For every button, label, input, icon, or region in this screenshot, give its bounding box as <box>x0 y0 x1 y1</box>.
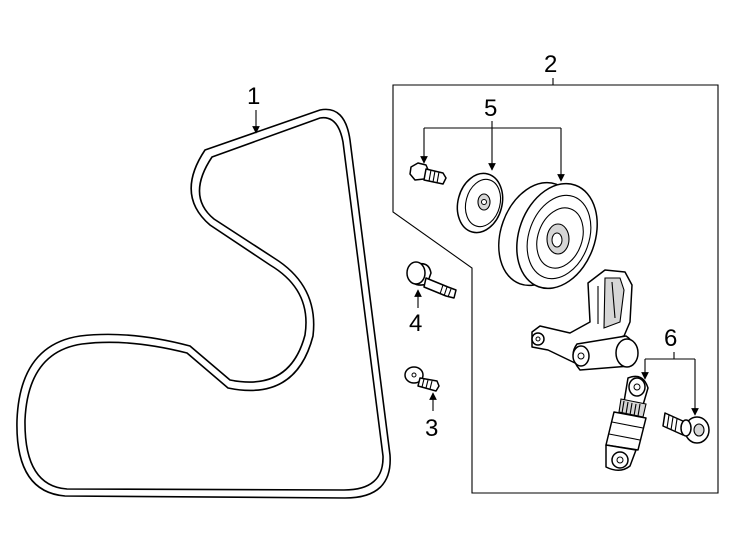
callout-5-label: 5 <box>484 95 497 122</box>
mounting-bolt-3[interactable] <box>404 366 440 392</box>
serpentine-belt[interactable] <box>16 108 391 499</box>
callout-4-label: 4 <box>409 310 422 337</box>
tensioner-bolt[interactable] <box>662 412 710 444</box>
idler-pulley[interactable] <box>485 172 611 300</box>
assembly-frame <box>392 84 719 494</box>
callout-6-leaders <box>641 352 699 416</box>
callout-5-leaders <box>420 121 565 182</box>
dust-cap[interactable] <box>451 168 509 237</box>
tensioner-arm[interactable] <box>531 269 639 371</box>
callout-2-label: 2 <box>544 51 557 78</box>
callout-1-label: 1 <box>247 83 260 110</box>
callout-6-label: 6 <box>664 325 677 352</box>
hydraulic-tensioner[interactable] <box>605 375 649 471</box>
pulley-bolt[interactable] <box>409 162 447 185</box>
mounting-bolt-4[interactable] <box>406 261 457 299</box>
callout-3-label: 3 <box>425 415 438 442</box>
